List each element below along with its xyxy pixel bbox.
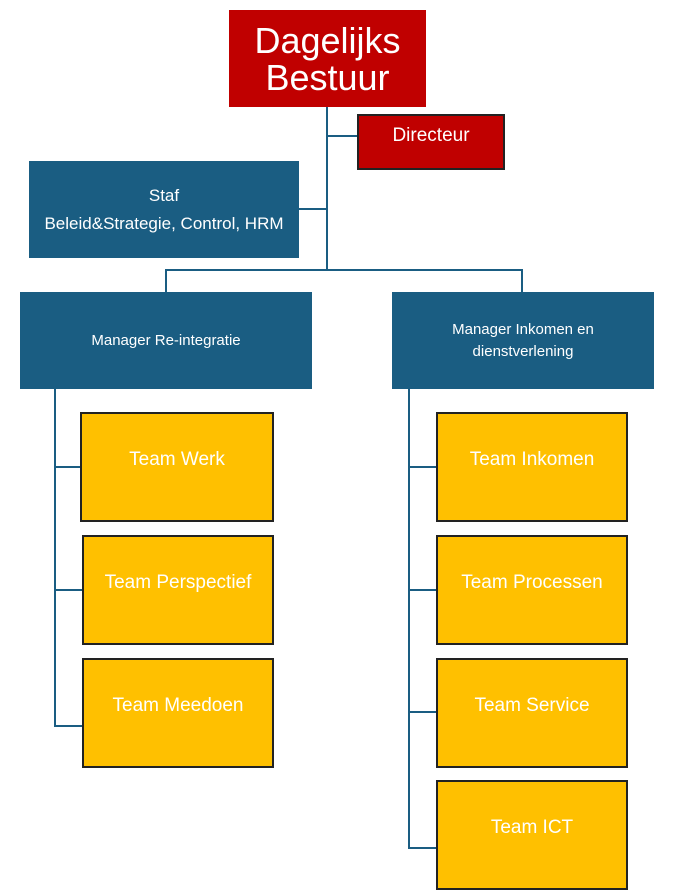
team-ict-label: Team ICT (490, 817, 574, 838)
connector-manager-1 (165, 269, 167, 292)
staf-title: Staf (148, 185, 180, 205)
connector-team-perspectief (54, 589, 82, 591)
connector-team-service (408, 711, 436, 713)
connector-directeur (326, 135, 357, 137)
team-processen-box: Team Processen (436, 535, 628, 645)
connector-team-werk (54, 466, 80, 468)
connector-team-processen (408, 589, 436, 591)
directeur-label: Directeur (392, 125, 470, 146)
team-inkomen-box: Team Inkomen (436, 412, 628, 522)
connector-left-vertical (54, 389, 56, 726)
manager-inkomen-label: Manager Inkomen en dienstverlening (452, 320, 594, 360)
team-service-box: Team Service (436, 658, 628, 768)
team-meedoen-box: Team Meedoen (82, 658, 274, 768)
team-werk-label: Team Werk (129, 449, 225, 470)
staf-box: Staf Beleid&Strategie, Control, HRM (29, 161, 299, 258)
team-meedoen-label: Team Meedoen (112, 695, 244, 716)
connector-trunk (326, 107, 328, 270)
connector-team-ict (408, 847, 436, 849)
connector-team-meedoen (54, 725, 82, 727)
staf-subtitle: Beleid&Strategie, Control, HRM (44, 213, 284, 233)
connector-staf (299, 208, 327, 210)
team-processen-label: Team Processen (461, 572, 603, 593)
manager-reintegratie-box: Manager Re-integratie (20, 292, 312, 389)
manager-inkomen-box: Manager Inkomen en dienstverlening (392, 292, 654, 389)
manager-reintegratie-label: Manager Re-integratie (91, 332, 241, 349)
team-perspectief-box: Team Perspectief (82, 535, 274, 645)
dagelijks-bestuur-box: Dagelijks Bestuur (229, 10, 426, 107)
connector-manager-2 (521, 269, 523, 292)
team-inkomen-label: Team Inkomen (469, 449, 595, 470)
team-service-label: Team Service (474, 695, 590, 716)
team-ict-box: Team ICT (436, 780, 628, 890)
team-perspectief-label: Team Perspectief (104, 572, 252, 593)
connector-right-vertical (408, 389, 410, 848)
team-werk-box: Team Werk (80, 412, 274, 522)
directeur-box: Directeur (357, 114, 505, 170)
connector-managers-bar (165, 269, 523, 271)
dagelijks-bestuur-label: Dagelijks Bestuur (254, 19, 401, 98)
connector-team-inkomen (408, 466, 436, 468)
